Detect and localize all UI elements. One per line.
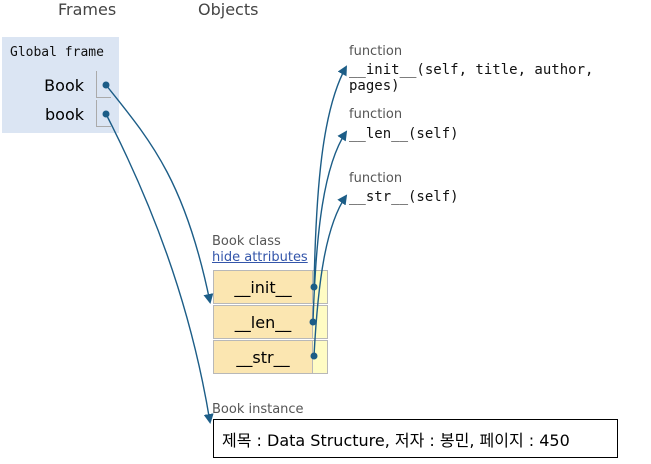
- arrow-str-to-function: [313, 194, 348, 357]
- function-len-signature: __len__(self): [349, 126, 459, 142]
- variable-book-instance-slot: [96, 100, 111, 127]
- book-class-label: Book class: [212, 234, 281, 249]
- global-frame: [2, 37, 119, 133]
- global-frame-title: Global frame: [10, 45, 104, 60]
- arrow-book-to-instance: [105, 113, 214, 424]
- function-str-signature: __str__(self): [349, 189, 459, 205]
- hide-attributes-link[interactable]: hide attributes: [212, 250, 308, 265]
- arrow-len-to-function: [312, 130, 348, 323]
- frames-header: Frames: [58, 0, 117, 19]
- book-instance-label: Book instance: [212, 402, 304, 417]
- function-init-signature: __init__(self, title, author, pages): [349, 62, 594, 94]
- class-attr-str-pointer: [313, 340, 328, 374]
- arrow-init-to-function: [313, 65, 347, 288]
- arrow-book-to-class: [105, 84, 214, 304]
- function-len-label: function: [349, 107, 403, 122]
- class-attr-init: __init__: [213, 270, 313, 304]
- variable-book-class-slot: [96, 71, 111, 98]
- class-attr-str: __str__: [213, 340, 313, 374]
- class-attr-len: __len__: [213, 305, 313, 339]
- book-instance-box: 제목 : Data Structure, 저자 : 봉민, 페이지 : 450: [213, 419, 618, 458]
- objects-header: Objects: [198, 0, 259, 19]
- class-attr-init-pointer: [313, 270, 328, 304]
- function-str-label: function: [349, 171, 403, 186]
- book-instance-value: 제목 : Data Structure, 저자 : 봉민, 페이지 : 450: [222, 430, 570, 450]
- function-init-label: function: [349, 44, 403, 59]
- variable-book-class-name: Book: [44, 76, 84, 95]
- variable-book-instance-name: book: [45, 105, 84, 124]
